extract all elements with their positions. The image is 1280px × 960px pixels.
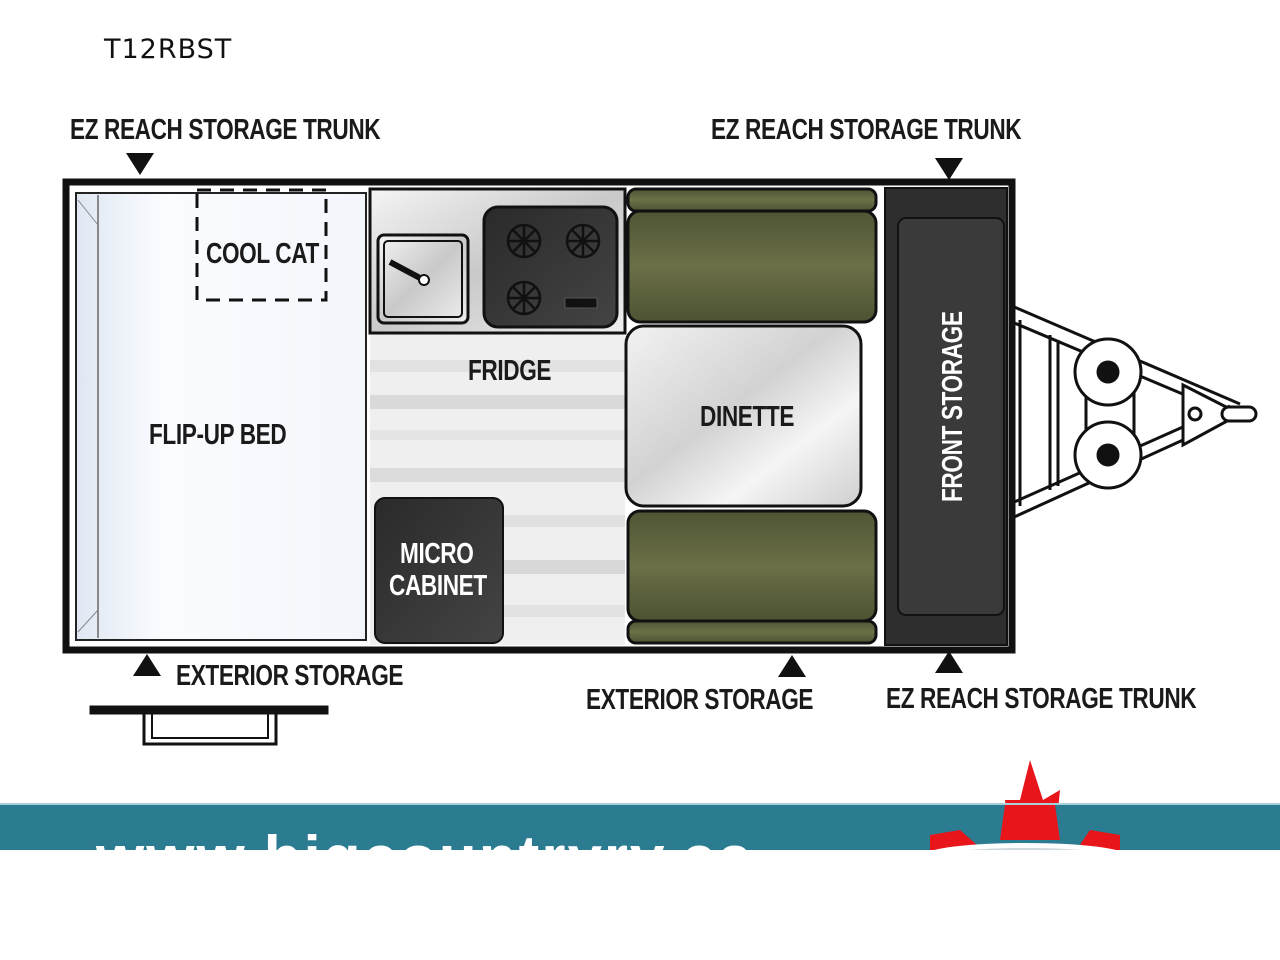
trailer-hitch (1011, 304, 1258, 520)
label-front-storage: FRONT STORAGE (937, 311, 969, 502)
dinette-seats (626, 187, 878, 645)
label-dinette: DINETTE (700, 401, 795, 433)
label-micro: MICRO (400, 538, 474, 570)
page-bottom (0, 850, 1280, 960)
label-ez-reach-trunk-front: EZ REACH STORAGE TRUNK (711, 114, 1022, 146)
label-exterior-storage-mid: EXTERIOR STORAGE (586, 684, 814, 716)
model-name: T12RBST (104, 34, 233, 65)
front-storage (884, 187, 1008, 646)
label-fridge: FRIDGE (468, 355, 552, 387)
label-cabinet: CABINET (389, 570, 487, 602)
micro-cabinet (374, 497, 504, 644)
dealer-banner: www.bigcountryrv.ca (0, 803, 1280, 852)
label-ez-reach-trunk-front-bottom: EZ REACH STORAGE TRUNK (886, 683, 1197, 715)
arrow-markers (126, 153, 963, 677)
label-ez-reach-trunk-rear: EZ REACH STORAGE TRUNK (70, 114, 381, 146)
label-exterior-storage-rear: EXTERIOR STORAGE (176, 660, 404, 692)
dinette-table (624, 324, 863, 508)
logo-emblem-icon (928, 805, 1122, 852)
flip-up-bed (75, 188, 367, 641)
kitchen-counter (368, 187, 627, 335)
label-flip-up-bed: FLIP-UP BED (149, 419, 287, 451)
label-cool-cat: COOL CAT (206, 238, 319, 270)
entry-step (89, 705, 329, 746)
dealer-url[interactable]: www.bigcountryrv.ca (96, 823, 754, 852)
